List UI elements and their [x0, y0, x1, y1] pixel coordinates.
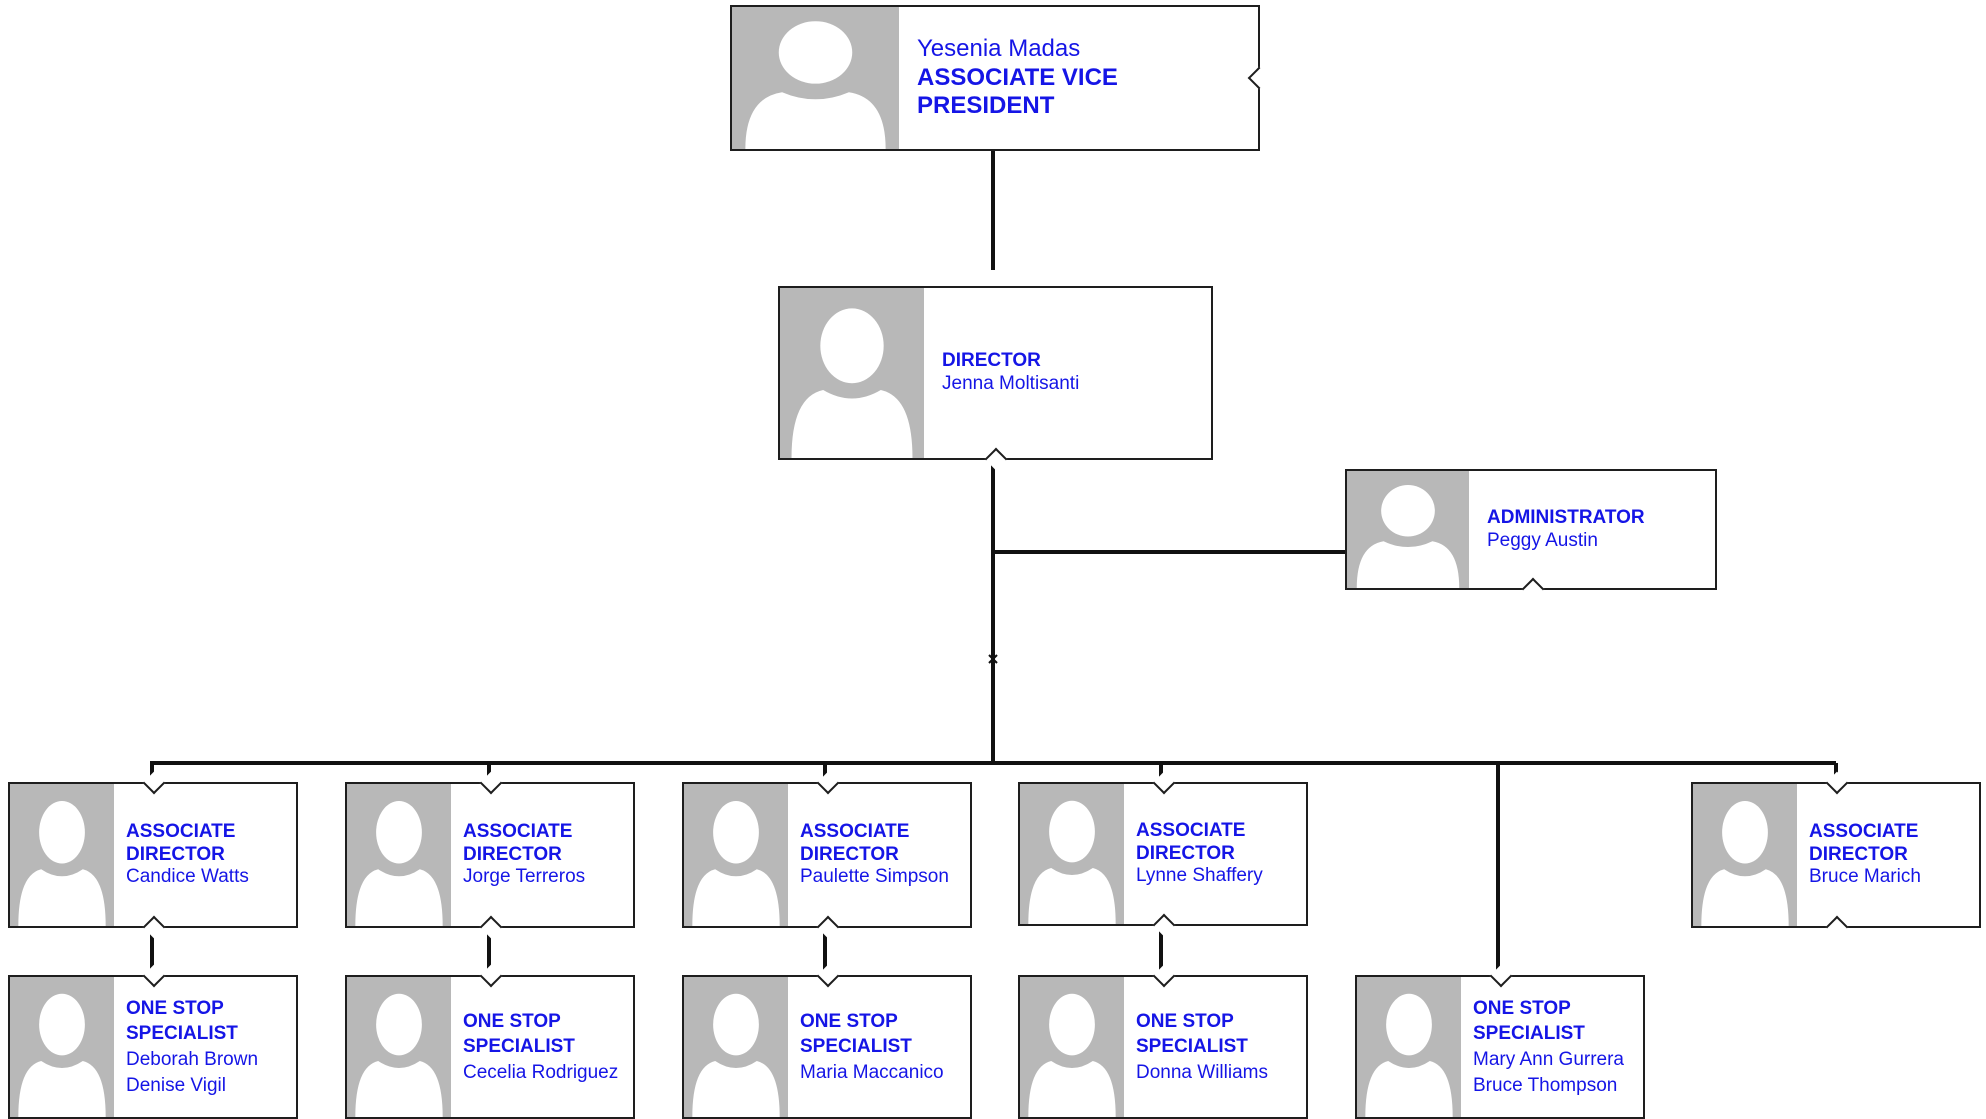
- specialist-title: SPECIALIST: [126, 1023, 238, 1045]
- director-name: Jenna Moltisanti: [942, 373, 1080, 394]
- avatar-placeholder-icon: [732, 7, 899, 149]
- avatar-placeholder-icon: [1357, 977, 1461, 1117]
- associate-director-card-1[interactable]: ASSOCIATE DIRECTOR Candice Watts: [8, 771, 298, 939]
- associate-title: DIRECTOR: [463, 843, 562, 865]
- avatar-placeholder-icon: [1693, 784, 1797, 926]
- avatar-placeholder-icon: [684, 784, 788, 926]
- specialist-title: ONE STOP: [463, 1010, 561, 1032]
- specialist-name: Donna Williams: [1136, 1061, 1268, 1083]
- associate-director-card-3[interactable]: ASSOCIATE DIRECTOR Paulette Simpson: [682, 771, 972, 939]
- associate-director-card-2[interactable]: ASSOCIATE DIRECTOR Jorge Terreros: [345, 771, 635, 939]
- avatar-placeholder-icon: [1020, 784, 1124, 924]
- associate-title: ASSOCIATE: [1136, 819, 1246, 841]
- specialist-title: ONE STOP: [126, 997, 224, 1019]
- associate-title: ASSOCIATE: [1809, 820, 1919, 842]
- associate-title: ASSOCIATE: [463, 820, 573, 842]
- avatar-placeholder-icon: [10, 784, 114, 926]
- associate-name: Paulette Simpson: [800, 866, 949, 888]
- avp-title: ASSOCIATE VICE PRESIDENT: [917, 63, 1118, 120]
- administrator-title: ADMINISTRATOR: [1487, 506, 1645, 528]
- associate-name: Lynne Shaffery: [1136, 865, 1263, 887]
- associate-director-card-5[interactable]: ASSOCIATE DIRECTOR Bruce Marich: [1691, 771, 1981, 939]
- associate-name: Bruce Marich: [1809, 866, 1921, 888]
- associate-title: ASSOCIATE: [800, 820, 910, 842]
- associate-name: Candice Watts: [126, 866, 249, 888]
- specialist-card-5[interactable]: ONE STOP SPECIALIST Mary Ann Gurrera Bru…: [1355, 964, 1645, 1119]
- associate-title: ASSOCIATE: [126, 820, 236, 842]
- director-card[interactable]: DIRECTOR Jenna Moltisanti: [778, 286, 1213, 471]
- specialist-title: SPECIALIST: [463, 1036, 575, 1058]
- specialist-title: SPECIALIST: [1136, 1036, 1248, 1058]
- associate-director-card-4[interactable]: ASSOCIATE DIRECTOR Lynne Shaffery: [1018, 771, 1308, 937]
- specialist-title: ONE STOP: [1136, 1010, 1234, 1032]
- avatar-placeholder-icon: [347, 784, 451, 926]
- avp-card[interactable]: Yesenia Madas ASSOCIATE VICE PRESIDENT: [730, 5, 1271, 151]
- specialist-title: ONE STOP: [800, 1010, 898, 1032]
- specialist-name: Denise Vigil: [126, 1074, 226, 1096]
- avatar-placeholder-icon: [10, 977, 114, 1117]
- associate-name: Jorge Terreros: [463, 866, 586, 888]
- avatar-placeholder-icon: [1020, 977, 1124, 1117]
- associate-title: DIRECTOR: [1136, 842, 1235, 864]
- avatar-placeholder-icon: [684, 977, 788, 1117]
- specialist-name: Maria Maccanico: [800, 1061, 944, 1083]
- specialist-card-2[interactable]: ONE STOP SPECIALIST Cecelia Rodriguez: [345, 964, 635, 1119]
- administrator-card[interactable]: ADMINISTRATOR Peggy Austin: [1345, 469, 1717, 601]
- avatar-placeholder-icon: [1347, 471, 1469, 588]
- avatar-placeholder-icon: [347, 977, 451, 1117]
- avatar-placeholder-icon: [780, 288, 924, 458]
- associate-title: DIRECTOR: [126, 843, 225, 865]
- specialist-title: ONE STOP: [1473, 997, 1571, 1019]
- associate-title: DIRECTOR: [800, 843, 899, 865]
- specialist-name: Deborah Brown: [126, 1049, 259, 1070]
- specialist-title: SPECIALIST: [800, 1036, 912, 1058]
- avp-name: Yesenia Madas: [917, 34, 1081, 62]
- director-title: DIRECTOR: [942, 350, 1041, 372]
- specialist-title: SPECIALIST: [1473, 1023, 1585, 1045]
- specialist-name: Bruce Thompson: [1473, 1074, 1618, 1096]
- administrator-name: Peggy Austin: [1487, 529, 1598, 551]
- associate-title: DIRECTOR: [1809, 843, 1908, 865]
- specialist-card-4[interactable]: ONE STOP SPECIALIST Donna Williams: [1018, 964, 1308, 1119]
- specialist-name: Cecelia Rodriguez: [463, 1061, 619, 1083]
- specialist-card-3[interactable]: ONE STOP SPECIALIST Maria Maccanico: [682, 964, 972, 1119]
- specialist-name: Mary Ann Gurrera: [1473, 1049, 1624, 1070]
- specialist-card-1[interactable]: ONE STOP SPECIALIST Deborah Brown Denise…: [8, 964, 298, 1119]
